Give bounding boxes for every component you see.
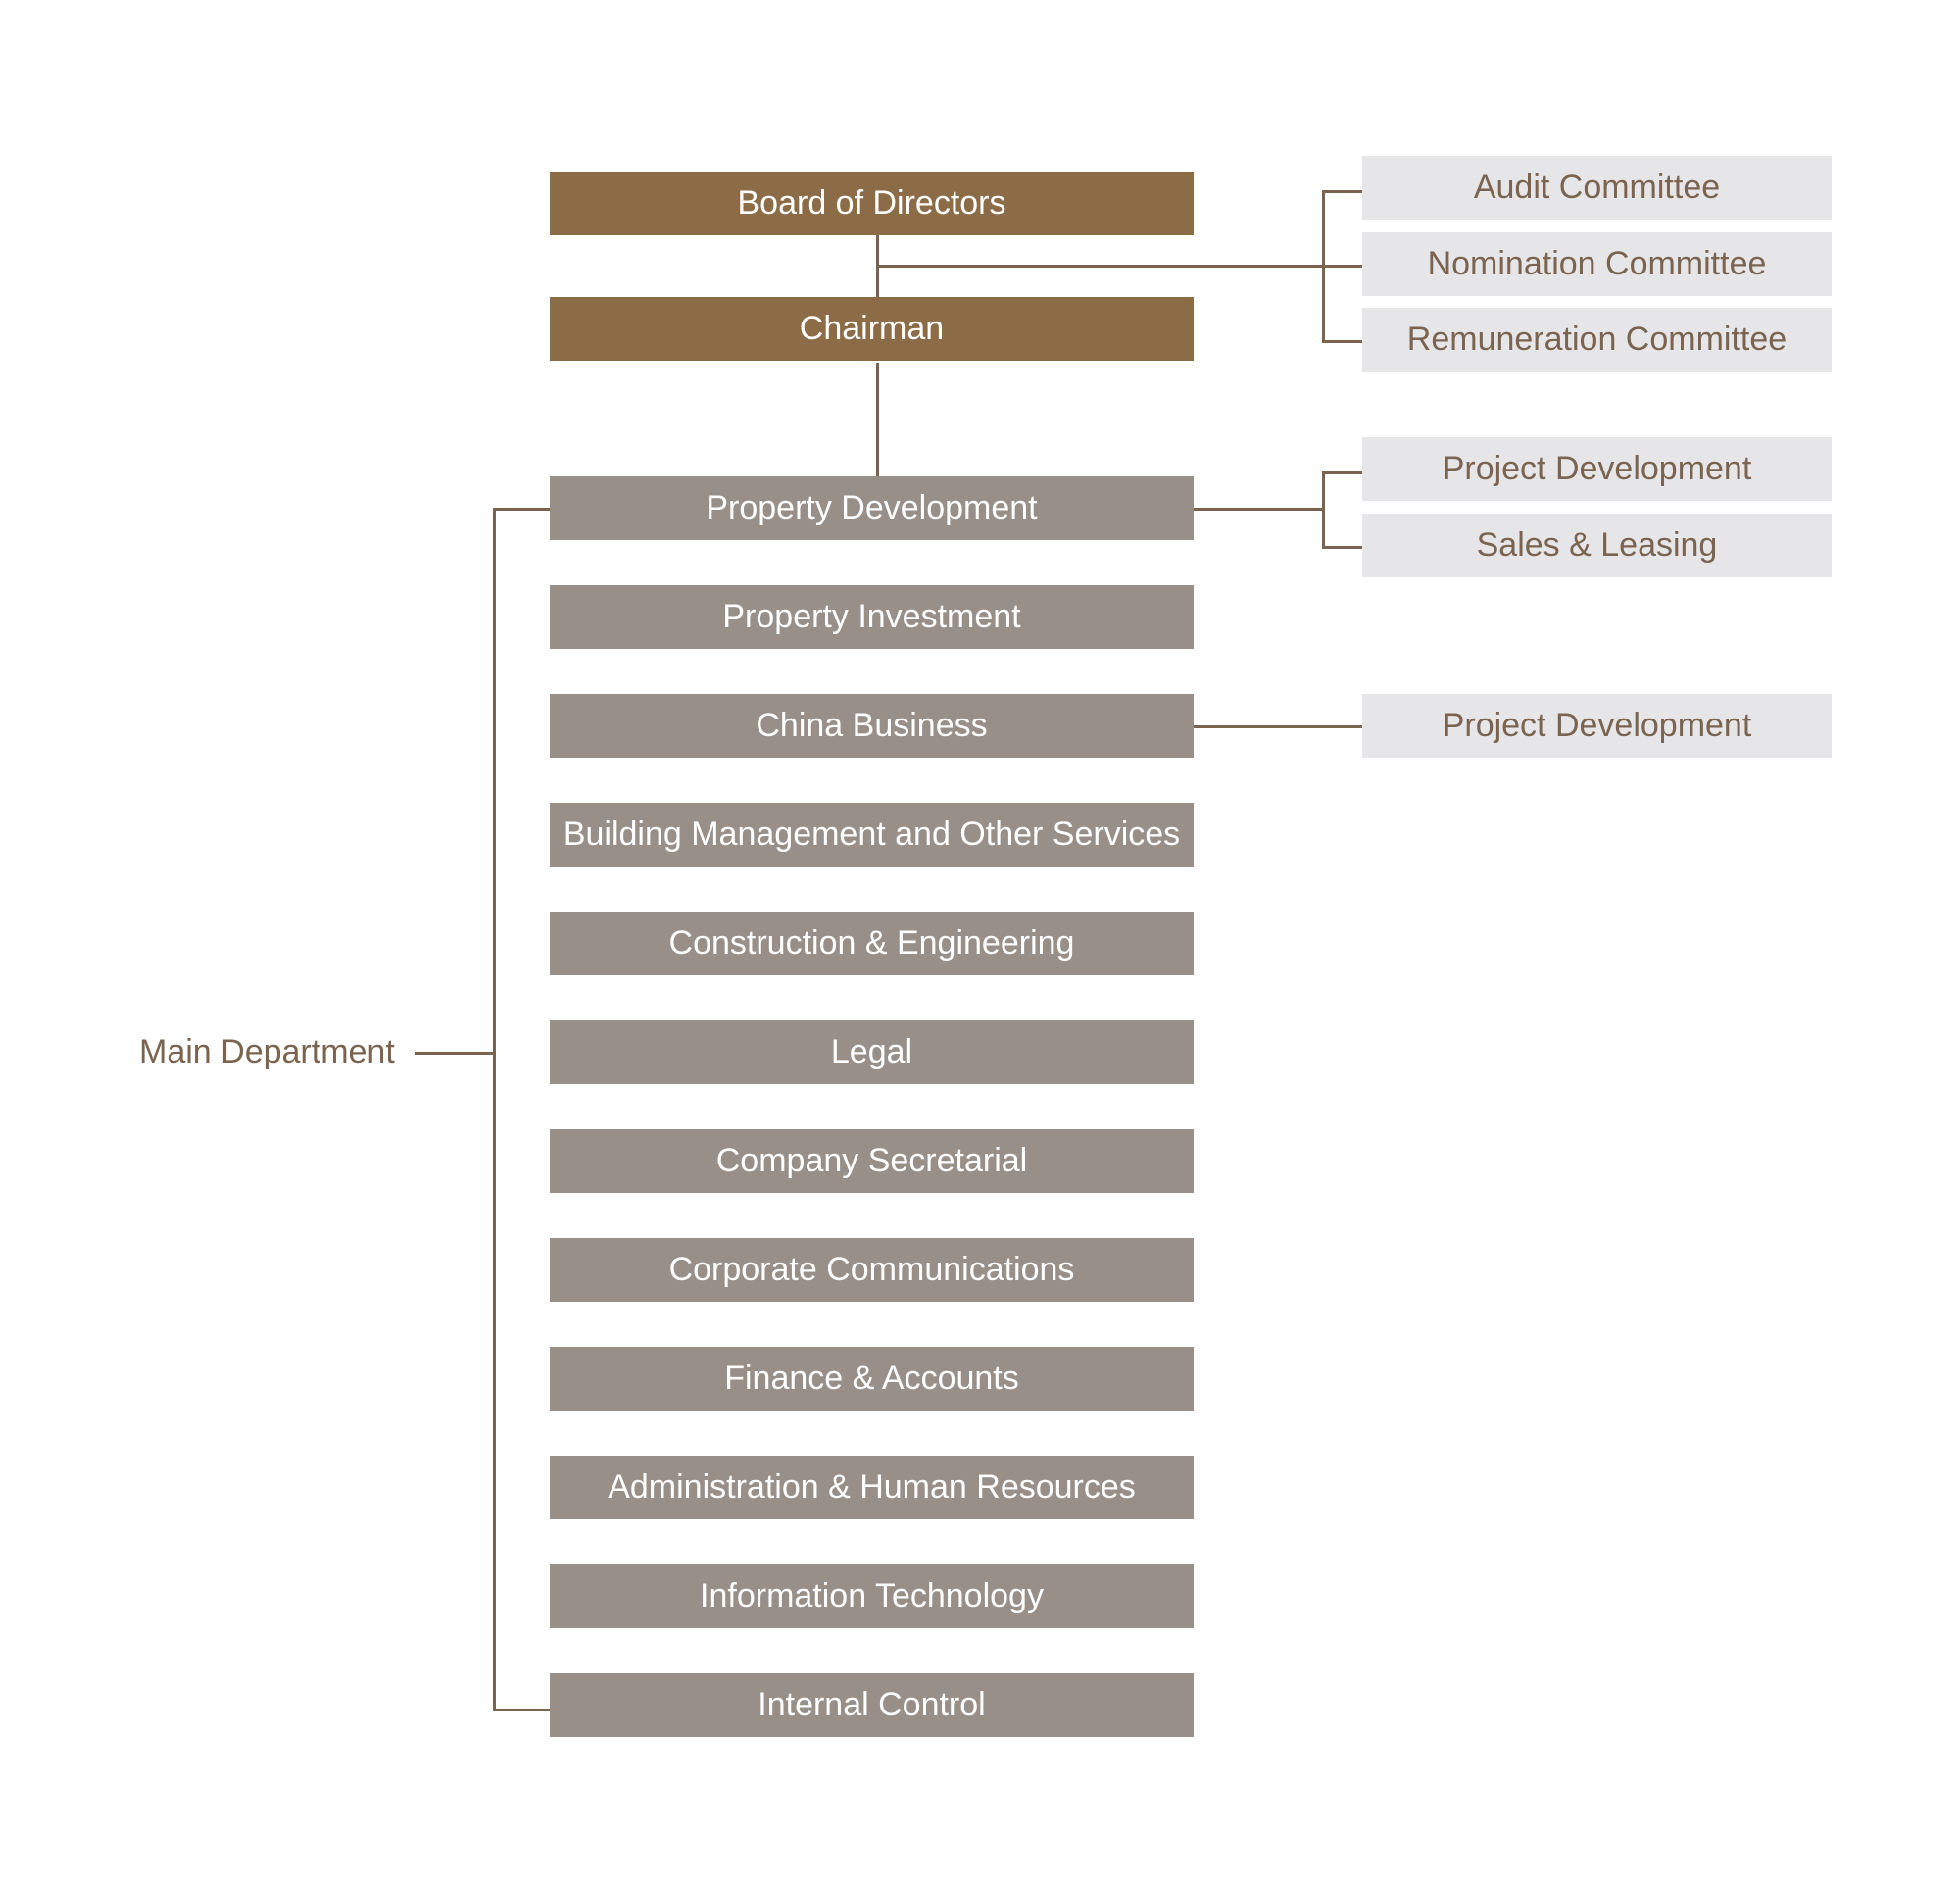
sales-leasing-tick — [1322, 546, 1362, 549]
remuneration-committee-box: Remuneration Committee — [1362, 308, 1832, 372]
board-of-directors-box: Board of Directors — [550, 172, 1194, 235]
china-business-project-development-box: Project Development — [1362, 694, 1832, 758]
department-finance-accounts: Finance & Accounts — [550, 1347, 1194, 1411]
main-department-connector — [415, 1052, 493, 1055]
project-development-tick — [1322, 471, 1362, 474]
department-construction-engineering: Construction & Engineering — [550, 912, 1194, 975]
nomination-committee-box: Nomination Committee — [1362, 232, 1832, 296]
department-legal: Legal — [550, 1020, 1194, 1084]
property-development-units-bracket — [1322, 471, 1325, 548]
department-property-investment: Property Investment — [550, 585, 1194, 649]
audit-committee-tick — [1322, 190, 1362, 193]
property-development-project-development-box: Project Development — [1362, 437, 1832, 501]
property-development-units-connector — [1194, 508, 1323, 511]
audit-committee-box: Audit Committee — [1362, 156, 1832, 220]
main-department-label: Main Department — [139, 1032, 395, 1070]
department-company-secretarial: Company Secretarial — [550, 1129, 1194, 1193]
department-corporate-communications: Corporate Communications — [550, 1238, 1194, 1302]
department-information-technology: Information Technology — [550, 1564, 1194, 1628]
committees-bracket — [1322, 190, 1325, 342]
chairman-box: Chairman — [550, 297, 1194, 361]
board-committees-connector — [876, 265, 1362, 268]
department-building-management: Building Management and Other Services — [550, 803, 1194, 867]
department-property-development: Property Development — [550, 476, 1194, 540]
china-business-units-connector — [1194, 725, 1362, 728]
remuneration-committee-tick — [1322, 340, 1362, 343]
departments-top-tick — [493, 508, 550, 511]
departments-bottom-tick — [493, 1709, 550, 1711]
property-development-sales-leasing-box: Sales & Leasing — [1362, 514, 1832, 577]
chairman-departments-connector — [876, 363, 879, 478]
department-internal-control: Internal Control — [550, 1673, 1194, 1737]
departments-bracket — [493, 508, 496, 1710]
department-administration-hr: Administration & Human Resources — [550, 1456, 1194, 1519]
department-china-business: China Business — [550, 694, 1194, 758]
